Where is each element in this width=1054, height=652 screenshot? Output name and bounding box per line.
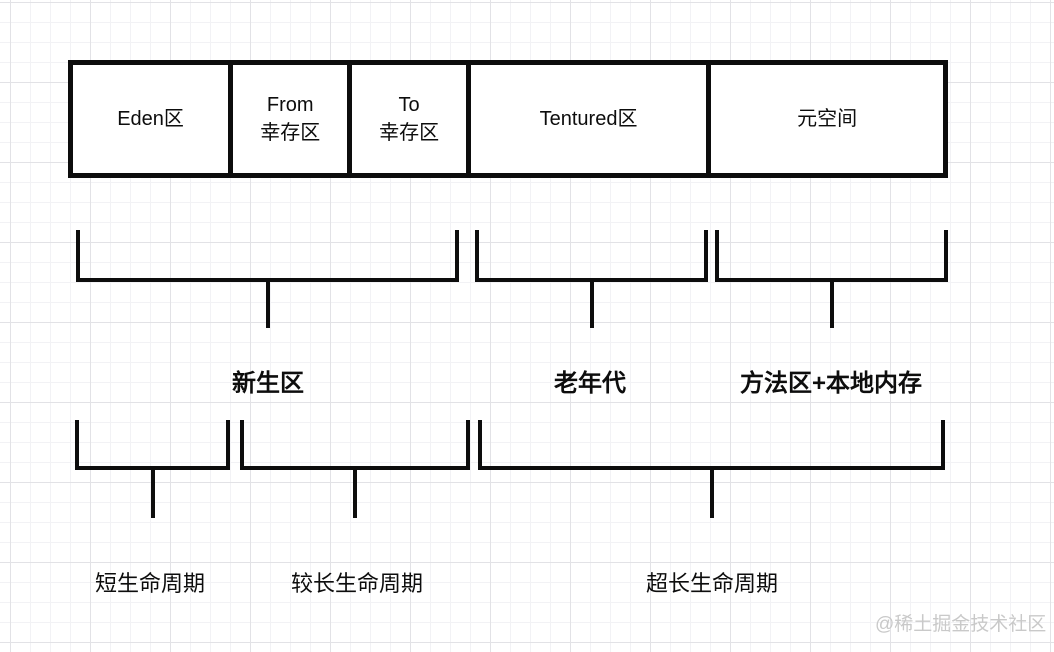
label-short-lifecycle: 短生命周期	[94, 571, 206, 596]
memory-regions-row: Eden区 From 幸存区 To 幸存区 Tentured区 元空间	[68, 60, 948, 178]
bracket-short-lifecycle	[75, 420, 230, 518]
bracket-young-generation	[76, 230, 459, 328]
memory-box-tenured: Tentured区	[465, 65, 707, 173]
label-long-lifecycle: 超长生命周期	[645, 571, 779, 596]
label-medium-lifecycle: 较长生命周期	[290, 571, 424, 596]
memory-box-to-survivor: To 幸存区	[347, 65, 465, 173]
memory-box-eden: Eden区	[117, 108, 184, 130]
label-young-generation: 新生区	[232, 370, 304, 397]
bracket-tick	[709, 466, 714, 518]
bracket-metaspace	[715, 230, 948, 328]
bracket-old-generation	[475, 230, 708, 328]
memory-box-from-survivor: From 幸存区	[228, 65, 347, 173]
label-method-area-native-memory: 方法区+本地内存	[739, 370, 923, 397]
bracket-tick	[150, 466, 155, 518]
bracket-long-lifecycle	[478, 420, 945, 518]
watermark: @稀土掘金技术社区	[875, 614, 1047, 635]
bracket-tick	[353, 466, 357, 518]
bracket-tick	[265, 278, 270, 328]
label-old-generation: 老年代	[554, 370, 626, 397]
bracket-tick	[829, 278, 834, 328]
bracket-tick	[589, 278, 594, 328]
bracket-medium-lifecycle	[240, 420, 470, 518]
memory-box-metaspace: 元空间	[706, 65, 943, 173]
